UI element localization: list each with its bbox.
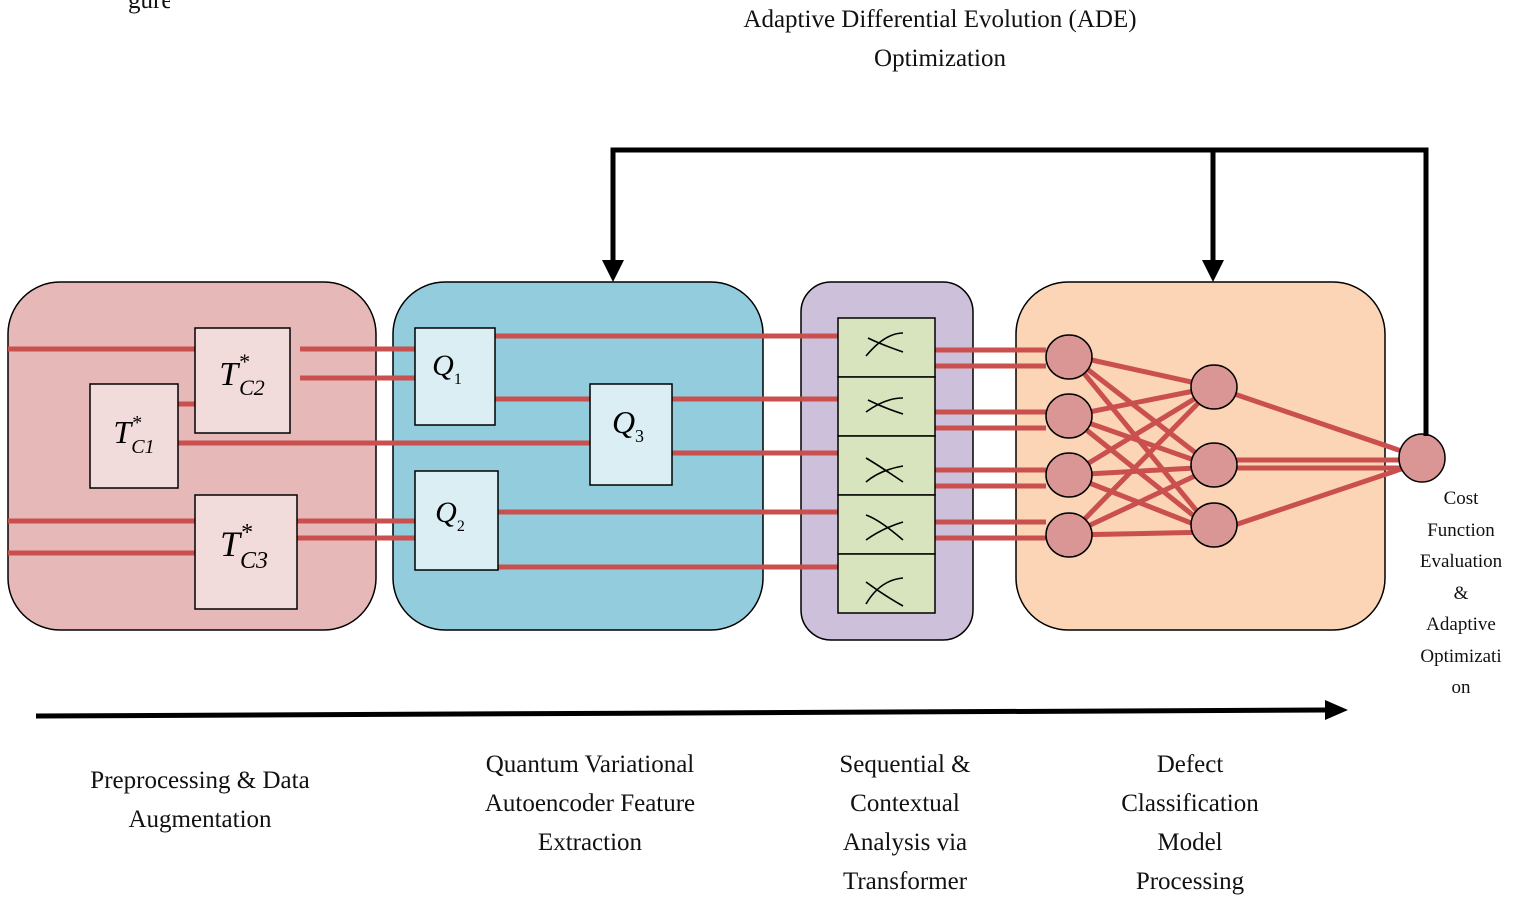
stage-label-line: Contextual <box>850 790 960 817</box>
stage-label-classification: Defect Classification Model Processing <box>1070 745 1310 901</box>
stage-label-preprocessing: Preprocessing & Data Augmentation <box>40 761 360 839</box>
attention-glyph <box>865 514 904 541</box>
input-node <box>1045 512 1093 558</box>
q2-label: Q2 <box>435 496 465 535</box>
cost-label-line: Cost <box>1443 488 1479 509</box>
cost-label-line: Adaptive <box>1426 614 1496 635</box>
cost-function-label: Cost Function Evaluation & Adaptive Opti… <box>1396 483 1513 704</box>
output-node <box>1398 433 1446 483</box>
ade-title-line: Adaptive Differential Evolution (ADE) <box>743 6 1137 33</box>
input-node <box>1045 334 1093 380</box>
nn-nodes <box>1045 334 1446 558</box>
process-flow-arrowhead <box>1325 700 1348 720</box>
stage-label-line: Defect <box>1156 751 1224 778</box>
hidden-node <box>1190 442 1238 488</box>
attention-glyph <box>865 397 904 415</box>
t-c1-block <box>89 383 179 489</box>
attention-glyph <box>865 332 904 357</box>
preprocessing-panel <box>7 281 377 631</box>
hidden-node <box>1190 364 1238 410</box>
q3-label: Q3 <box>612 404 644 446</box>
ade-feedback-loop <box>610 147 1429 436</box>
input-node <box>1045 452 1093 498</box>
stage-label-line: Quantum Variational <box>485 751 695 778</box>
caption-fragment: gure <box>128 0 170 14</box>
cost-label-line: on <box>1451 677 1471 698</box>
stage-label-line: Processing <box>1135 868 1245 895</box>
arrowhead-down-qvae <box>602 260 624 282</box>
stage-label-line: Sequential & <box>839 751 971 778</box>
transformer-cell <box>837 317 936 378</box>
t-c2-block <box>194 327 291 434</box>
stage-label-line: Augmentation <box>128 806 272 833</box>
signal-wires <box>8 333 1423 570</box>
stage-label-line: Classification <box>1121 790 1259 817</box>
stage-label-transformer: Sequential & Contextual Analysis via Tra… <box>790 745 1020 901</box>
t-c3-label: T*C3 <box>220 520 268 574</box>
stage-label-qvae: Quantum Variational Autoencoder Feature … <box>440 745 740 862</box>
stage-label-line: Autoencoder Feature <box>484 790 696 817</box>
stage-label-line: Analysis via <box>842 829 968 856</box>
attention-glyphs <box>865 332 904 607</box>
cost-label-line: & <box>1453 582 1469 604</box>
transformer-cell <box>837 494 936 555</box>
process-flow-line <box>35 707 1326 719</box>
stage-label-line: Extraction <box>537 829 643 856</box>
q3-block <box>589 383 673 486</box>
input-node <box>1045 393 1093 439</box>
cost-label-line: Evaluation <box>1419 551 1503 572</box>
t-c3-block <box>194 494 298 610</box>
stage-label-line: Transformer <box>842 868 968 895</box>
attention-glyph <box>865 577 904 607</box>
stage-label-line: Preprocessing & Data <box>90 767 310 794</box>
q1-block <box>414 327 496 426</box>
hidden-node <box>1190 502 1238 548</box>
q2-block <box>414 470 499 571</box>
arrowhead-down-classification <box>1202 260 1224 282</box>
stage-label-line: Model <box>1157 829 1223 856</box>
transformer-cells <box>837 317 936 614</box>
ade-title: Adaptive Differential Evolution (ADE) Op… <box>640 0 1240 78</box>
transformer-cell <box>837 376 936 437</box>
cost-label-line: Function <box>1427 519 1495 541</box>
t-c1-label: T*C1 <box>113 412 154 458</box>
t-c2-label: T*C2 <box>219 349 265 400</box>
cost-label-line: Optimizati <box>1420 645 1502 667</box>
attention-glyph <box>865 457 904 483</box>
transformer-cell <box>837 435 936 496</box>
q1-label: Q1 <box>432 349 462 388</box>
ade-title-line: Optimization <box>874 45 1006 72</box>
